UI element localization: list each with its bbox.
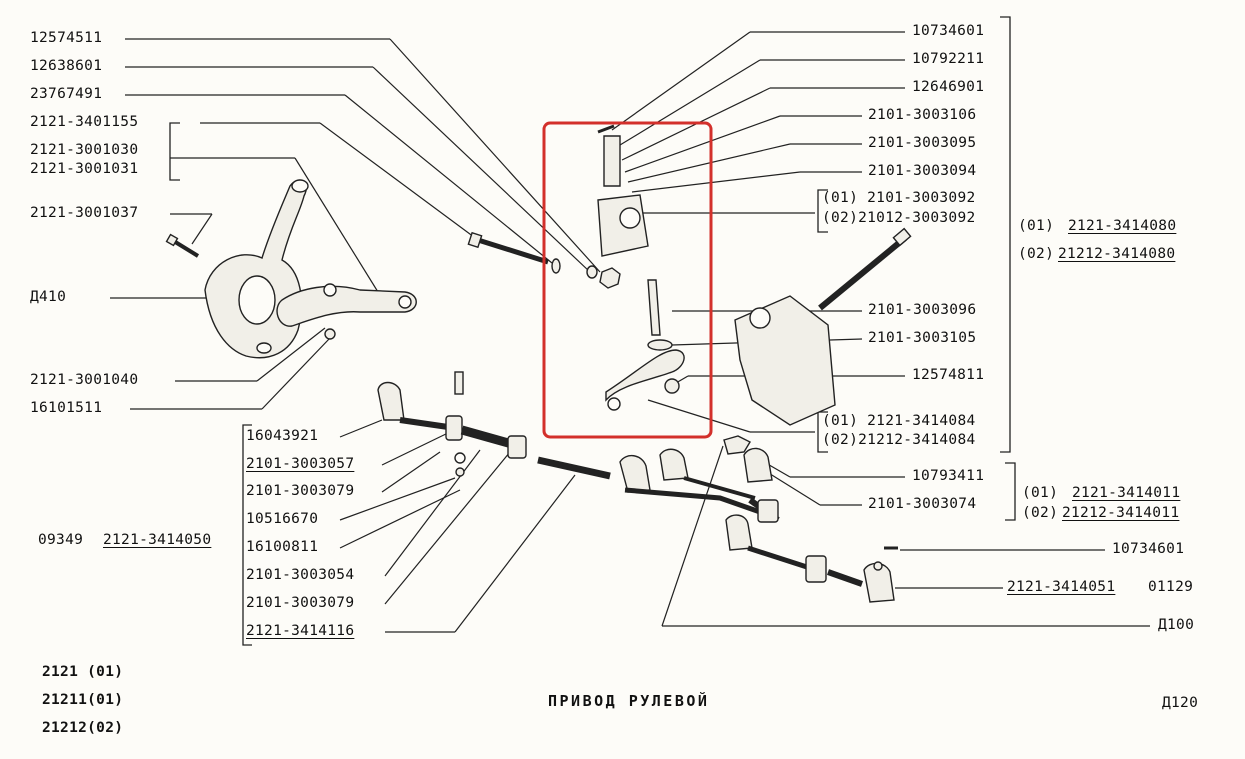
label-12638601: 12638601 [30, 58, 103, 74]
label-23767491: 23767491 [30, 86, 103, 102]
label-02-21012-3003092: (02)21012-3003092 [822, 210, 976, 226]
part-sketches [165, 124, 912, 603]
page-title: ПРИВОД РУЛЕВОЙ [548, 692, 710, 710]
label-2101-3003105: 2101-3003105 [868, 330, 977, 346]
label-12574511: 12574511 [30, 30, 103, 46]
label-21212-3414080: 21212-3414080 [1058, 246, 1176, 262]
model-21212: 21212(02) [42, 720, 124, 736]
label-2101-3003054: 2101-3003054 [246, 567, 355, 583]
label-01-2121-3414084: (01) 2121-3414084 [822, 413, 976, 429]
label-2101-3003106: 2101-3003106 [868, 107, 977, 123]
label-2101-3003079: 2101-3003079 [246, 483, 355, 499]
model-2121: 2121 (01) [42, 664, 124, 680]
model-21211: 21211(01) [42, 692, 124, 708]
label-outer-b-01: (01) [1022, 485, 1059, 501]
label-d100: Д100 [1158, 617, 1195, 633]
label-02-21212-3414084: (02)21212-3414084 [822, 432, 976, 448]
label-2121-3001040: 2121-3001040 [30, 372, 139, 388]
label-12574811: 12574811 [912, 367, 985, 383]
label-09349: 09349 [38, 532, 84, 548]
label-01129: 01129 [1148, 579, 1194, 595]
label-d410: Д410 [30, 289, 67, 305]
label-2121-3414011: 2121-3414011 [1072, 485, 1181, 501]
label-10734601: 10734601 [912, 23, 985, 39]
label-16100811: 16100811 [246, 539, 319, 555]
label-outer-02: (02) [1018, 246, 1055, 262]
label-16101511: 16101511 [30, 400, 103, 416]
label-2101-3003094: 2101-3003094 [868, 163, 977, 179]
label-01-2101-3003092: (01) 2101-3003092 [822, 190, 976, 206]
label-2121-3401155: 2121-3401155 [30, 114, 139, 130]
label-2101-3003079-b: 2101-3003079 [246, 595, 355, 611]
label-outer-01: (01) [1018, 218, 1055, 234]
label-2121-3414051: 2121-3414051 [1007, 579, 1116, 595]
label-2101-3003096: 2101-3003096 [868, 302, 977, 318]
label-2121-3001031: 2121-3001031 [30, 161, 139, 177]
label-2121-3414116: 2121-3414116 [246, 623, 355, 639]
label-10792211: 10792211 [912, 51, 985, 67]
label-2101-3003057: 2101-3003057 [246, 456, 355, 472]
group-brackets [169, 16, 1016, 646]
label-10734601-b: 10734601 [1112, 541, 1185, 557]
label-2121-3414050: 2121-3414050 [103, 532, 212, 548]
page-code: Д120 [1162, 695, 1199, 711]
label-16043921: 16043921 [246, 428, 319, 444]
label-2101-3003095: 2101-3003095 [868, 135, 977, 151]
label-2121-3001037: 2121-3001037 [30, 205, 139, 221]
label-2101-3003074: 2101-3003074 [868, 496, 977, 512]
label-21212-3414011: 21212-3414011 [1062, 505, 1180, 521]
label-2121-3414080: 2121-3414080 [1068, 218, 1177, 234]
label-10516670: 10516670 [246, 511, 319, 527]
highlight-box [542, 121, 713, 439]
label-12646901: 12646901 [912, 79, 985, 95]
label-2121-3001030: 2121-3001030 [30, 142, 139, 158]
label-10793411: 10793411 [912, 468, 985, 484]
label-outer-b-02: (02) [1022, 505, 1059, 521]
